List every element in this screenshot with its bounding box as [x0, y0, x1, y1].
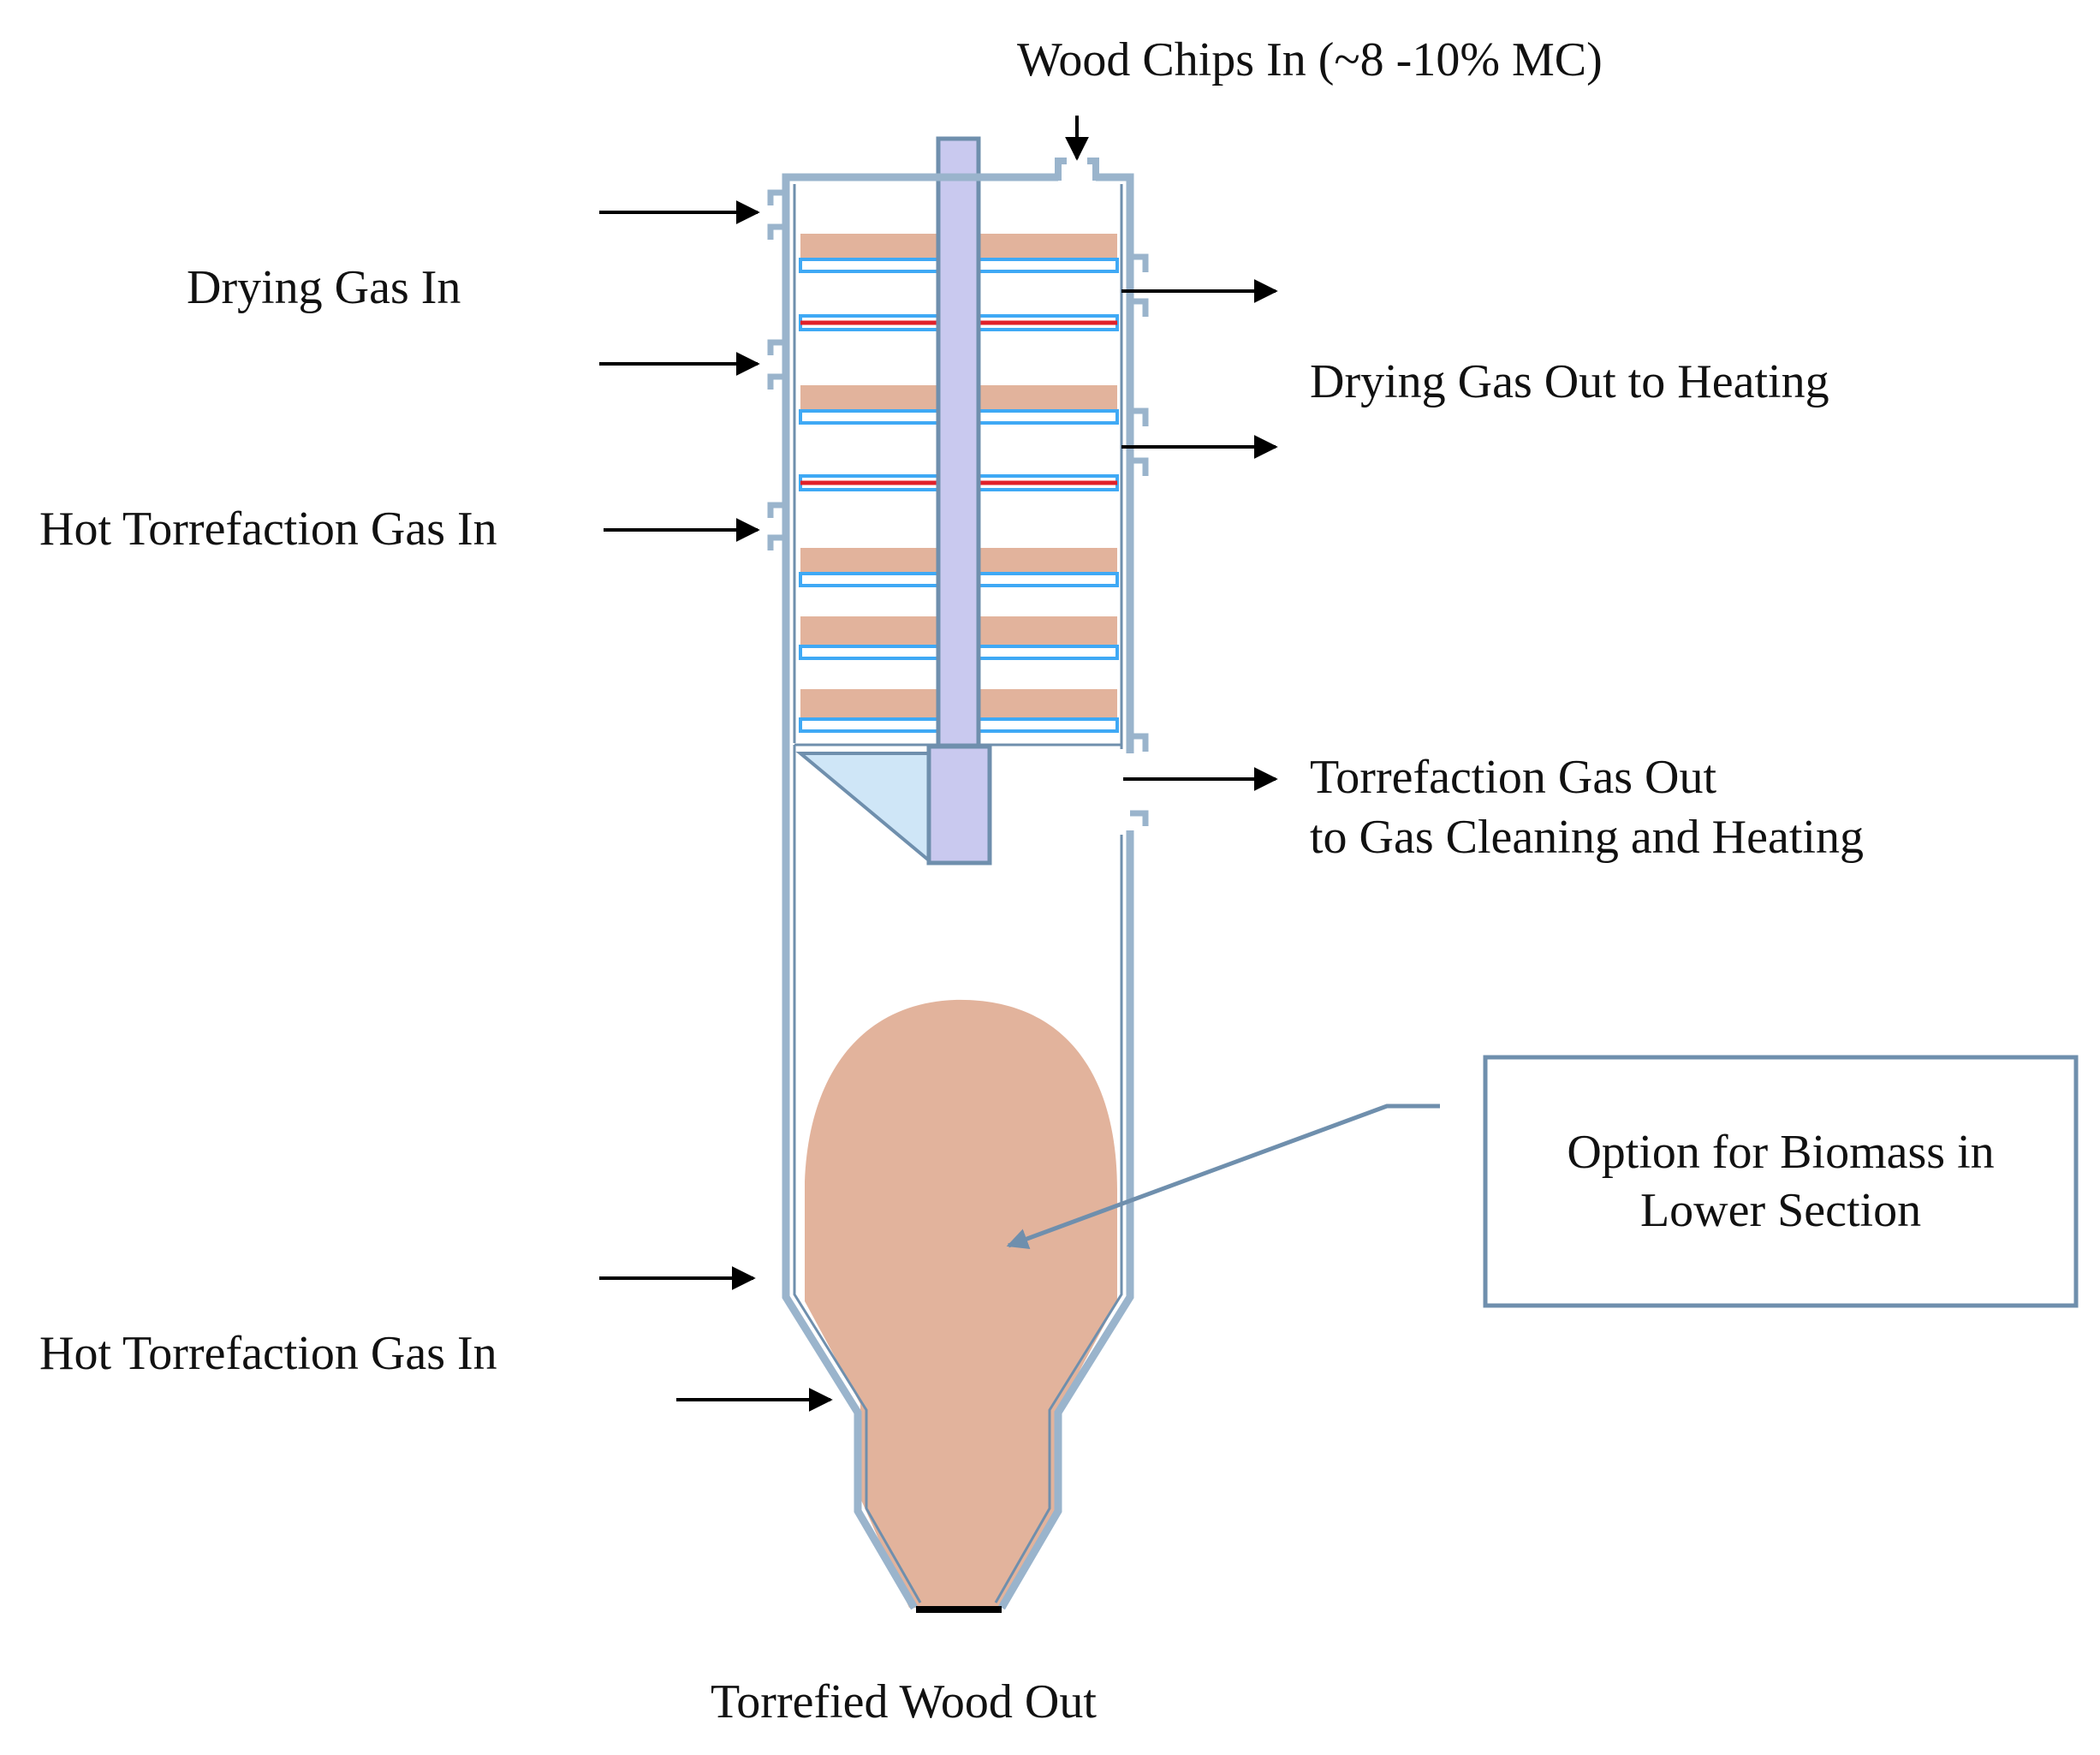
- label-torrefaction-gas-out-line2: to Gas Cleaning and Heating: [1310, 811, 1864, 864]
- option-callout-box: [1483, 1055, 2079, 1308]
- option-callout-line2: Lower Section: [1639, 1184, 1922, 1237]
- cone-deflector: [795, 752, 931, 865]
- process-arrows: [599, 116, 1278, 1412]
- left-nozzles: [767, 189, 786, 550]
- label-hot-torrefaction-gas-in-lower: Hot Torrefaction Gas In: [39, 1327, 497, 1380]
- option-callout-text: Option for Biomass in Lower Section: [1485, 1123, 2076, 1240]
- central-shaft: [926, 136, 992, 866]
- option-callout-leader: [1006, 1104, 1440, 1249]
- label-torrefied-wood-out: Torrefied Wood Out: [711, 1675, 1097, 1728]
- lower-biomass: [805, 999, 1117, 1608]
- option-callout-line1: Option for Biomass in: [1567, 1126, 1995, 1179]
- label-drying-gas-out: Drying Gas Out to Heating: [1310, 355, 1829, 408]
- label-drying-gas-in: Drying Gas In: [187, 261, 461, 314]
- label-torrefaction-gas-out-line1: Torrefaction Gas Out: [1310, 751, 1717, 804]
- vessel-walls: [782, 173, 1134, 1610]
- feed-nozzle: [1046, 158, 1108, 181]
- label-hot-torrefaction-gas-in-upper: Hot Torrefaction Gas In: [39, 503, 497, 556]
- label-wood-chips-in: Wood Chips In (~8 -10% MC): [1017, 33, 1603, 86]
- right-nozzles: [1130, 253, 1149, 826]
